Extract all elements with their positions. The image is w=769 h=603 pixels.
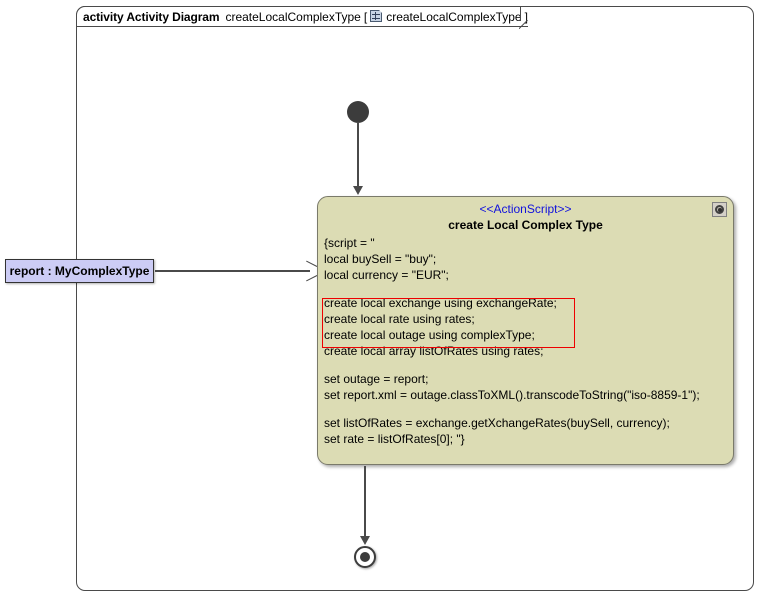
edge-object-to-action[interactable]: [155, 270, 310, 272]
script-line: create local exchange using exchangeRate…: [324, 296, 557, 310]
arrowhead-action-to-final: [360, 536, 370, 545]
edge-initial-to-action[interactable]: [357, 122, 359, 187]
action-node-create-local-complex-type[interactable]: <<ActionScript>> create Local Complex Ty…: [317, 196, 734, 465]
script-line: set outage = report;: [324, 372, 429, 386]
script-line: create local rate using rates;: [324, 312, 475, 326]
script-line: {script = ": [324, 236, 375, 250]
frame-inner-name: createLocalComplexType: [386, 9, 522, 24]
activity-final-node[interactable]: [354, 546, 376, 568]
frame-kind-label: activity Activity Diagram: [83, 9, 220, 24]
script-line: local buySell = "buy";: [324, 252, 437, 266]
diagram-element-icon: [370, 10, 384, 23]
script-line: set report.xml = outage.classToXML().tra…: [324, 388, 700, 402]
arrowhead-object-to-action: [305, 265, 316, 277]
object-node-report[interactable]: report : MyComplexType: [5, 259, 154, 283]
final-node-inner-dot: [360, 552, 370, 562]
arrowhead-initial-to-action: [353, 186, 363, 195]
action-stereotype-label: <<ActionScript>>: [479, 202, 572, 216]
script-line-blank: [324, 283, 727, 295]
frame-diagram-name: createLocalComplexType: [225, 9, 361, 24]
script-line: set listOfRates = exchange.getXchangeRat…: [324, 416, 670, 430]
script-line-blank: [324, 359, 727, 371]
script-line-blank: [324, 403, 727, 415]
action-title-label: create Local Complex Type: [448, 218, 603, 232]
script-line: create local outage using complexType;: [324, 328, 535, 342]
script-line: create local array listOfRates using rat…: [324, 344, 544, 358]
action-script-body: {script = " local buySell = "buy"; local c…: [324, 235, 727, 447]
frame-bracket-close: ]: [524, 9, 528, 24]
edge-action-to-final[interactable]: [364, 466, 366, 538]
object-node-label: report : MyComplexType: [9, 264, 150, 278]
frame-bracket-open: [: [363, 9, 368, 24]
script-line: set rate = listOfRates[0]; "}: [324, 432, 465, 446]
initial-node[interactable]: [347, 101, 369, 123]
script-line: local currency = "EUR";: [324, 268, 449, 282]
gear-icon[interactable]: [712, 202, 727, 217]
diagram-frame-header[interactable]: activity Activity Diagram createLocalCom…: [76, 6, 528, 27]
